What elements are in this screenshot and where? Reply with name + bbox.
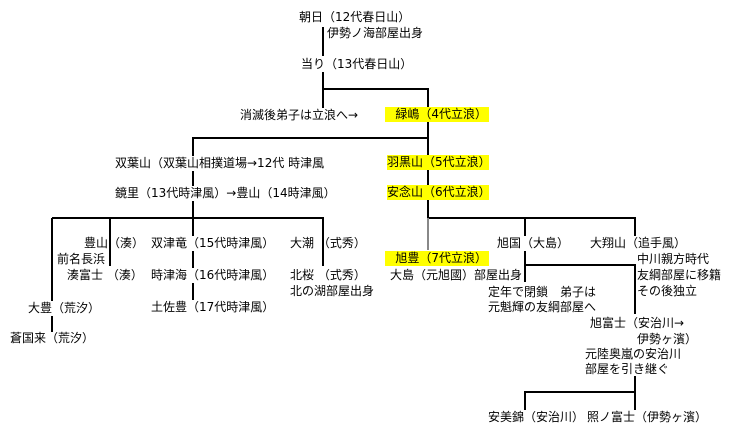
node-asahi: 朝日（12代春日山） — [299, 10, 411, 24]
node-kagamisato: 鏡里（13代時津風）→豊山（14時津風） — [115, 186, 336, 201]
note-daishoyama-2: 友綱部屋に移籍 — [637, 268, 722, 282]
note-asahikuni-1: 定年で閉鎖 弟子は — [488, 285, 597, 299]
node-daishoyama: 大翔山（追手風） — [590, 236, 687, 250]
node-sokokurai: 蒼国来（荒汐） — [10, 331, 95, 345]
note-extinct: 消滅後弟子は立浪へ→ — [240, 108, 359, 123]
node-haguroyama: 羽黒山（5代立浪） — [387, 155, 491, 170]
node-aminishiki: 安美錦（安治川） — [488, 410, 585, 424]
note-asahiyutaka: 大島（元旭國）部屋出身 — [390, 268, 523, 282]
node-yutakayama: 豊山（湊） — [84, 236, 145, 250]
node-annenyama: 安念山（6代立浪） — [387, 185, 491, 200]
node-terunofuji: 照ノ富士（伊勢ヶ濱） — [587, 410, 708, 424]
node-asahifuji: 旭富士（安治川→ — [590, 316, 685, 330]
note-daishoyama-1: 中川親方時代 — [637, 252, 710, 266]
note-yutakayama: 前名長浜 — [57, 252, 106, 266]
node-ohyutaka: 大豊（荒汐） — [28, 301, 101, 316]
node-kitazakura: 北桜 （式秀） — [290, 268, 366, 282]
note-asahifuji-1: 元陸奥嵐の安治川 — [585, 347, 682, 361]
note-asahifuji-2: 部屋を引き継ぐ — [585, 362, 670, 376]
node-futatsuryu: 双津竜（15代時津風） — [151, 236, 275, 251]
node-asahiyutaka: 旭豊（7代立浪） — [385, 251, 489, 266]
node-oshio: 大潮 （式秀） — [290, 236, 366, 250]
node-asahikuni: 旭国（大島） — [497, 236, 570, 251]
node-tokitsuumi: 時津海（16代時津風） — [151, 268, 275, 283]
node-tosayutaka: 土佐豊（17代時津風） — [151, 300, 275, 314]
note-kitazakura: 北の湖部屋出身 — [290, 284, 375, 298]
note-asahikuni-2: 元魁輝の友綱部屋へ — [488, 300, 597, 314]
node-futabayama: 双葉山（双葉山相撲道場→12代 時津風 — [115, 156, 325, 171]
node-midorishima: 緑嶋（4代立浪） — [385, 107, 489, 122]
note-daishoyama-3: その後独立 — [637, 284, 698, 298]
node-atari: 当り（13代春日山） — [301, 57, 413, 72]
node-asahifuji-2: 伊勢ヶ濱） — [637, 332, 698, 346]
node-minatofuji: 湊富士 （湊） — [67, 268, 143, 283]
note-asahi: 伊勢ノ海部屋出身 — [327, 26, 424, 40]
